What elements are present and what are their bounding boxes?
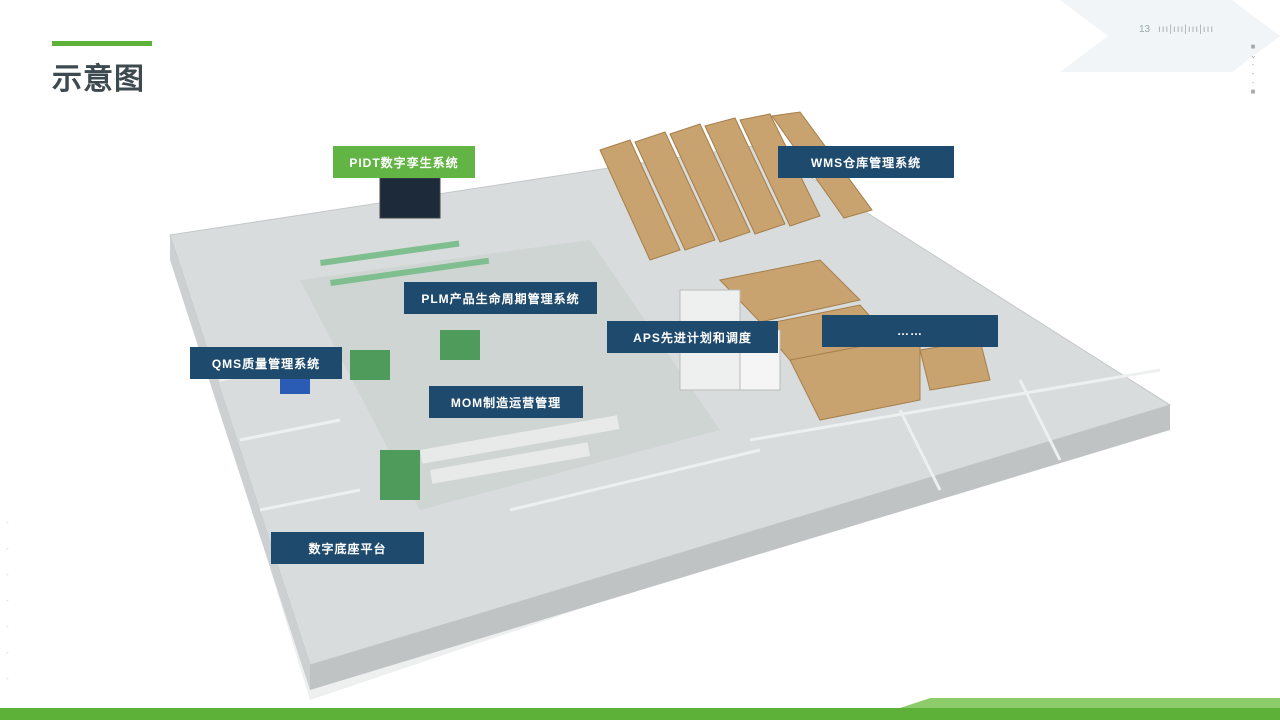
- side-nav-decor: ■⌄---■: [1250, 42, 1257, 96]
- page-title: 示意图: [52, 63, 145, 96]
- label-mom: MOM制造运营管理: [429, 386, 583, 418]
- label-plm: PLM产品生命周期管理系统: [404, 282, 597, 314]
- front-wall: [310, 405, 1170, 690]
- label-pidt: PIDT数字孪生系统: [333, 146, 475, 178]
- dashboard-screen: [379, 177, 441, 219]
- label-platform: 数字底座平台: [271, 532, 424, 564]
- label-wms: WMS仓库管理系统: [778, 146, 954, 178]
- label-qms: QMS质量管理系统: [190, 347, 342, 379]
- factory-3d-illustration: [169, 111, 1172, 700]
- footer-bar: [0, 708, 1280, 720]
- label-more: ……: [822, 315, 998, 347]
- production-lines: [320, 240, 620, 500]
- label-aps: APS先进计划和调度: [607, 321, 778, 353]
- ruler-decor: ııı|ııı|ııı|ııı: [1158, 24, 1215, 35]
- page-number: 13: [1139, 24, 1151, 35]
- footer-accent: [900, 698, 1280, 708]
- left-ticks-decor: -------: [6, 518, 9, 683]
- title-accent-bar: [52, 41, 152, 46]
